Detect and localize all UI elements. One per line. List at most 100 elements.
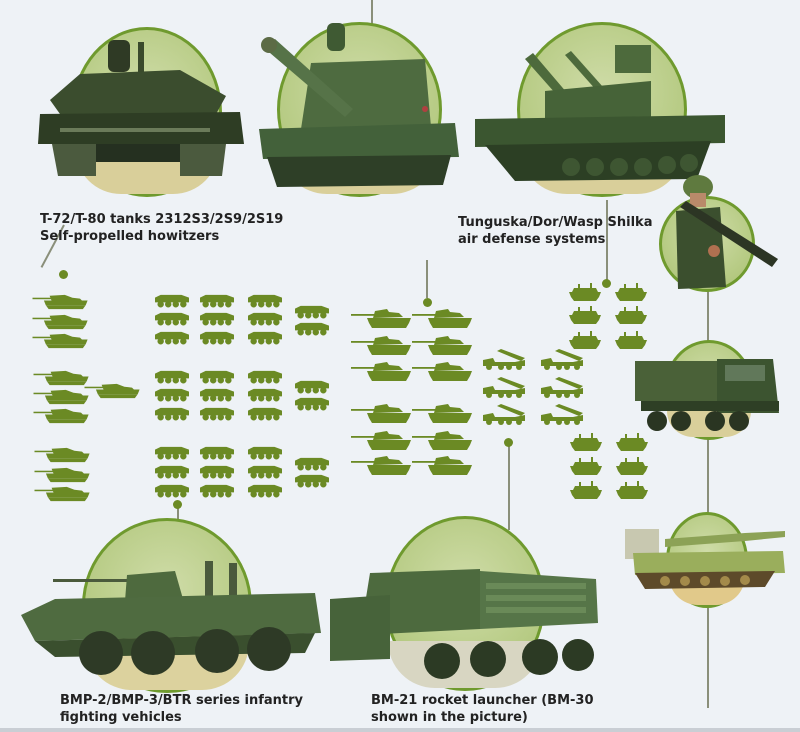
- rocket-launcher-photo: [330, 516, 598, 691]
- caption-line: Tunguska/Dor/Wasp Shilka: [458, 215, 653, 230]
- ifv-icon: [292, 303, 332, 320]
- engineering-vehicle-photo: [625, 512, 785, 608]
- howitzer-icon: [351, 403, 413, 425]
- connector-line-ifvs: [177, 503, 179, 523]
- engineering-vehicle-illustration-icon: [625, 529, 785, 589]
- truck-photo: [635, 340, 779, 440]
- air-defense-icon: [614, 330, 648, 350]
- rocket-launcher-icon: [539, 376, 585, 400]
- howitzer-icon: [351, 430, 413, 452]
- caption-line: Self-propelled howitzers: [40, 229, 220, 244]
- rocket-launcher-icon: [481, 403, 527, 427]
- ifv-icon: [197, 482, 237, 499]
- connector-dot-rockets: [504, 438, 513, 447]
- howitzer-icon: [412, 308, 474, 330]
- ifv-icon: [152, 386, 192, 403]
- tank-icon: [32, 292, 90, 311]
- rocket-launcher-illustration-icon: [330, 569, 598, 679]
- tank-icon: [84, 381, 142, 400]
- ifv-icon: [245, 482, 285, 499]
- howitzer-icon: [351, 335, 413, 357]
- howitzer-photo: [259, 22, 459, 197]
- caption-line: T-72/T-80 tanks 2312S3/2S9/2S19: [40, 212, 284, 227]
- ifv-icon: [245, 292, 285, 309]
- tank-icon: [34, 445, 92, 464]
- connector-dot-tanks: [59, 270, 68, 279]
- ifv-icon: [292, 472, 332, 489]
- ifv-icon: [152, 463, 192, 480]
- air-defense-icon: [569, 432, 603, 452]
- ifv-icon: [245, 444, 285, 461]
- air-defense-icon: [614, 305, 648, 325]
- air-defense-icon: [615, 480, 649, 500]
- air-defense-icon: [568, 282, 602, 302]
- connector-dot-howitzers: [423, 298, 432, 307]
- caption-rocket-launcher: BM-21 rocket launcher (BM-30 shown in th…: [371, 692, 594, 726]
- rocket-launcher-icon: [481, 348, 527, 372]
- truck-illustration-icon: [635, 359, 779, 431]
- ifv-icon: [245, 463, 285, 480]
- caption-infantry-vehicles: BMP-2/BMP-3/BTR series infantry fighting…: [60, 692, 303, 726]
- ifv-icon: [245, 405, 285, 422]
- air-defense-icon: [615, 432, 649, 452]
- ifv-icon: [152, 329, 192, 346]
- air-defense-icon: [615, 456, 649, 476]
- howitzer-icon: [412, 361, 474, 383]
- tank-icon: [33, 368, 91, 387]
- ifv-icon: [197, 329, 237, 346]
- ifv-icon: [292, 320, 332, 337]
- page-bottom-edge: [0, 728, 800, 732]
- air-defense-icon: [614, 282, 648, 302]
- tank-icon: [34, 465, 92, 484]
- caption-line: shown in the picture): [371, 710, 528, 725]
- ifv-icon: [152, 292, 192, 309]
- ifv-icon: [197, 292, 237, 309]
- connector-line-air-defense: [606, 200, 608, 282]
- ifv-photo: [21, 518, 321, 693]
- connector-line-right-column: [707, 288, 709, 708]
- tank-icon: [32, 331, 90, 350]
- soldier-manpads-photo: [659, 175, 778, 292]
- caption-air-defense: Tunguska/Dor/Wasp Shilka air defense sys…: [458, 214, 652, 248]
- ifv-icon: [197, 310, 237, 327]
- howitzer-icon: [412, 403, 474, 425]
- howitzer-icon: [351, 308, 413, 330]
- connector-line-howitzer-top: [371, 0, 373, 30]
- ifv-icon: [197, 386, 237, 403]
- air-defense-photo: [475, 22, 725, 197]
- caption-tanks-howitzers: T-72/T-80 tanks 2312S3/2S9/2S19 Self-pro…: [40, 211, 283, 245]
- howitzer-icon: [412, 430, 474, 452]
- ifv-icon: [152, 310, 192, 327]
- ifv-icon: [245, 368, 285, 385]
- ifv-icon: [152, 405, 192, 422]
- rocket-launcher-icon: [539, 403, 585, 427]
- air-defense-icon: [569, 456, 603, 476]
- caption-line: air defense systems: [458, 232, 606, 247]
- ifv-icon: [245, 310, 285, 327]
- tank-icon: [33, 387, 91, 406]
- ifv-illustration-icon: [21, 561, 321, 675]
- caption-line: fighting vehicles: [60, 710, 182, 725]
- ifv-icon: [245, 329, 285, 346]
- tank-icon: [33, 406, 91, 425]
- howitzer-icon: [351, 455, 413, 477]
- air-defense-illustration-icon: [475, 45, 725, 181]
- caption-line: BMP-2/BMP-3/BTR series infantry: [60, 693, 303, 708]
- ifv-icon: [152, 368, 192, 385]
- howitzer-icon: [351, 361, 413, 383]
- howitzer-icon: [412, 335, 474, 357]
- rocket-launcher-icon: [481, 376, 527, 400]
- rocket-launcher-icon: [539, 348, 585, 372]
- connector-dot-ifvs: [173, 500, 182, 509]
- howitzer-icon: [412, 455, 474, 477]
- soldier-illustration-icon: [676, 175, 778, 289]
- ifv-icon: [197, 368, 237, 385]
- ifv-icon: [245, 386, 285, 403]
- tank-illustration-icon: [38, 40, 244, 176]
- ifv-icon: [197, 463, 237, 480]
- ifv-icon: [197, 405, 237, 422]
- air-defense-icon: [568, 330, 602, 350]
- ifv-icon: [152, 482, 192, 499]
- air-defense-icon: [569, 480, 603, 500]
- ifv-icon: [292, 395, 332, 412]
